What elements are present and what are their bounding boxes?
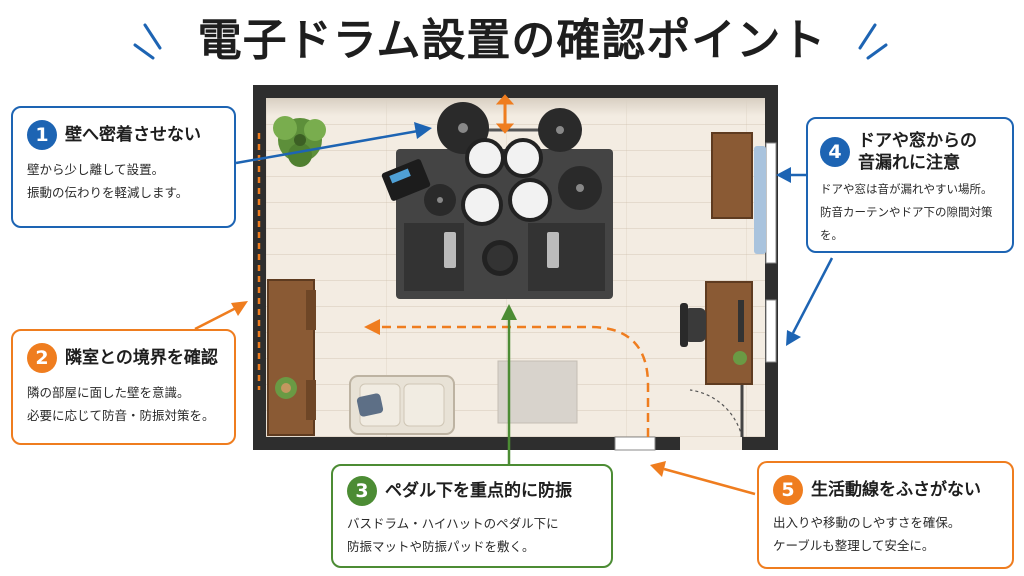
right-cabinet [711, 132, 753, 219]
curtain [754, 146, 766, 254]
point-number-badge: 2 [27, 343, 57, 373]
connector-arrow-1 [235, 122, 432, 165]
connector-arrow-4a [776, 167, 808, 183]
title-accent-left-icon [133, 23, 888, 60]
point-title: 壁へ密着させない [65, 125, 201, 145]
right-window-lower [765, 299, 777, 363]
point-number-badge: 5 [773, 475, 803, 505]
callout-door-window-leak: 4 ドアや窓からの 音漏れに注意 ドアや窓は音が漏れやすい場所。 防音カーテンや… [806, 117, 1014, 253]
shelf-compartment-lower [306, 380, 316, 420]
point-number-badge: 3 [347, 476, 377, 506]
small-plant-icon [275, 377, 297, 399]
point-title: 隣室との境界を確認 [65, 348, 218, 368]
point-text-line: 防音カーテンやドア下の隙間対策を。 [820, 205, 993, 242]
point-text-line: 振動の伝わりを軽減します。 [27, 185, 189, 200]
callout-neighbor-boundary: 2 隣室との境界を確認 隣の部屋に面した壁を意識。 必要に応じて防音・防振対策を… [11, 329, 236, 445]
callout-circulation: 5 生活動線をふさがない 出入りや移動のしやすさを確保。 ケーブルも整理して安全… [757, 461, 1014, 569]
point-title-line: ドアや窓からの [858, 131, 977, 151]
bottom-window [614, 436, 656, 451]
circulation-arrowhead-icon [364, 319, 380, 335]
drum-kit-icon [381, 102, 602, 276]
monitor [738, 300, 744, 342]
shelf-compartment [306, 290, 316, 330]
wall-shadow [266, 98, 765, 116]
point-text-line: 出入りや移動のしやすさを確保。 [773, 515, 961, 530]
door-swing [689, 389, 743, 438]
circulation-path [378, 325, 650, 437]
point-number-badge: 1 [27, 120, 57, 150]
point-text-line: 防振マットや防振パッドを敷く。 [347, 539, 535, 554]
connector-arrow-4b [786, 257, 834, 346]
desk [705, 281, 753, 385]
point-title: ペダル下を重点的に防振 [385, 481, 572, 501]
point-text-line: ケーブルも整理して安全に。 [773, 538, 935, 553]
callout-pedal-damping: 3 ペダル下を重点的に防振 バスドラム・ハイハットのペダル下に 防振マットや防振… [331, 464, 613, 568]
wall-gap-arrow-icon [495, 94, 515, 134]
pedal-pad-right [528, 223, 605, 291]
connector-arrow-2 [194, 301, 248, 331]
point-text-line: 必要に応じて防音・防振対策を。 [27, 408, 215, 423]
page-title: 電子ドラム設置の確認ポイント [197, 15, 827, 66]
plant-icon [273, 116, 326, 167]
point-text-line: 隣の部屋に面した壁を意識。 [27, 385, 190, 400]
right-window [765, 142, 777, 264]
desk-plant-icon [733, 351, 747, 365]
point-text-line: ドアや窓は音が漏れやすい場所。 [820, 182, 993, 196]
sofa-icon [349, 375, 455, 435]
callout-wall-contact: 1 壁へ密着させない 壁から少し離して設置。 振動の伝わりを軽減します。 [11, 106, 236, 228]
point-number-badge: 4 [820, 137, 850, 167]
point-text-line: バスドラム・ハイハットのペダル下に [347, 516, 559, 531]
point-title-line: 音漏れに注意 [858, 153, 960, 173]
point-title: 生活動線をふさがない [811, 480, 981, 500]
rug [497, 360, 578, 424]
connector-arrow-5 [650, 461, 756, 496]
point-text-line: 壁から少し離して設置。 [27, 162, 165, 177]
connector-arrow-3 [501, 304, 517, 470]
office-chair-icon [680, 303, 706, 347]
door-opening [680, 437, 742, 450]
